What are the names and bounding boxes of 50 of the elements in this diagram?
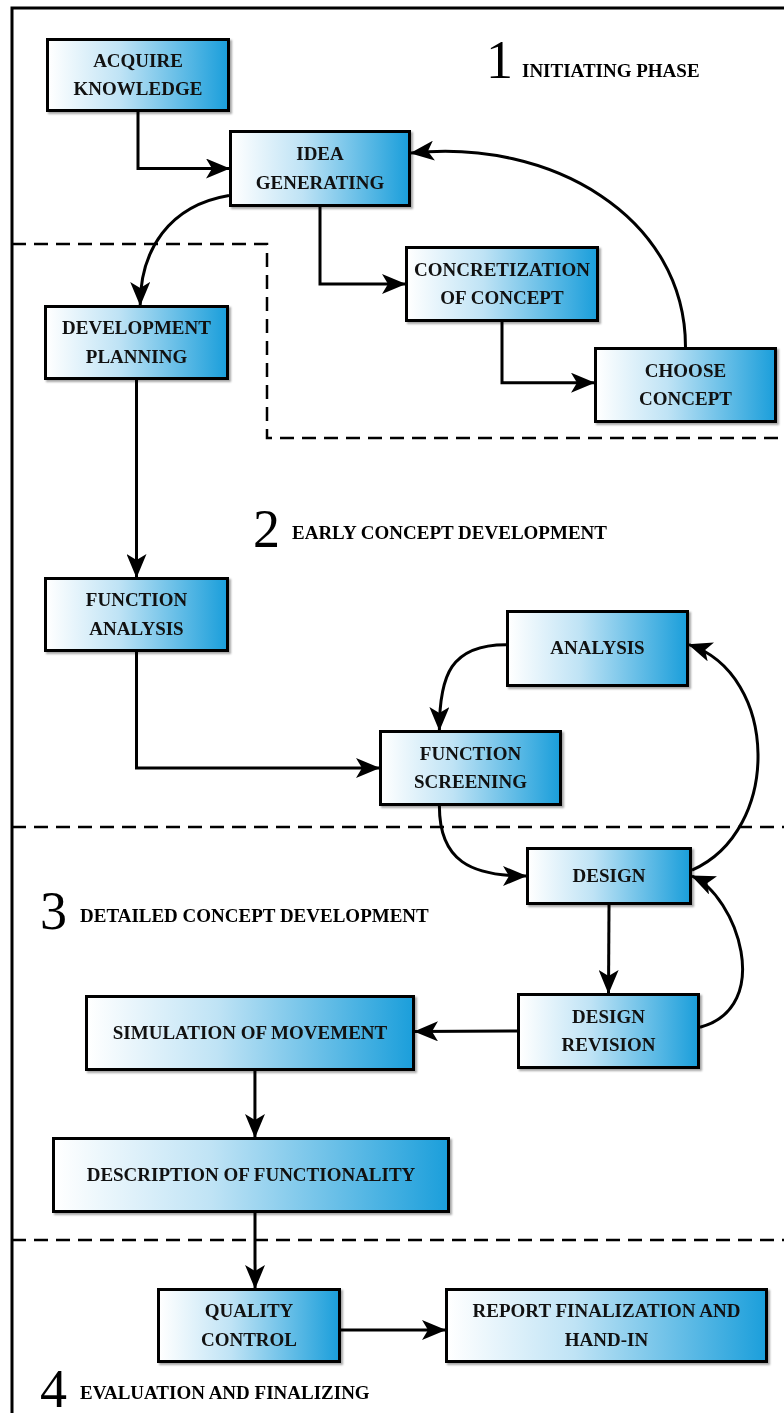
process-box [445,1288,768,1363]
box-label: DEVELOPMENT PLANNING [61,316,212,369]
phase-title: DETAILED CONCEPT DEVELOPMENT [80,906,429,925]
process-box [44,305,229,380]
box-label: FUNCTION ANALYSIS [84,588,189,641]
process-box [85,995,415,1071]
box-label: DESIGN [572,863,646,888]
process-box [594,347,777,423]
arrow [136,112,230,179]
arrow [437,805,527,886]
process-box [229,130,411,207]
process-box [517,993,700,1069]
box-label: REPORT FINALIZATION AND HAND-IN [471,1299,742,1352]
arrow [688,643,760,872]
arrow [135,652,380,778]
phase-number: 2 [253,502,280,556]
arrow [598,905,619,994]
process-box [46,38,230,112]
process-box [379,730,562,806]
arrow [244,1071,265,1138]
arrow [410,141,687,348]
arrow [500,322,595,393]
box-label: DESIGN REVISION [560,1004,657,1057]
box-label: ACQUIRE KNOWLEDGE [72,48,204,101]
process-box [157,1288,341,1363]
phase-number: 4 [40,1362,67,1413]
box-label: FUNCTION SCREENING [413,741,528,794]
box-label: ANALYSIS [550,636,645,661]
arrow [318,207,406,294]
box-label: DESCRIPTION OF FUNCTIONALITY [86,1162,416,1187]
phase-number: 1 [486,33,513,87]
arrow [429,643,507,731]
box-label: CHOOSE CONCEPT [638,358,733,411]
arrow [126,380,147,578]
phase-number: 3 [40,884,67,938]
process-box [44,577,229,652]
phase-title: EARLY CONCEPT DEVELOPMENT [292,523,607,542]
arrow [245,1213,266,1289]
process-box [506,610,689,687]
arrow [691,874,744,1029]
box-label: IDEA GENERATING [254,142,386,195]
phase-title: EVALUATION AND FINALIZING [80,1383,370,1402]
phase-title: INITIATING PHASE [522,61,700,80]
arrow [414,1021,517,1042]
box-label: QUALITY CONTROL [199,1299,299,1352]
process-box [526,847,692,905]
process-box [52,1137,450,1213]
arrow [131,194,230,306]
box-label: SIMULATION OF MOVEMENT [112,1020,388,1045]
arrow [341,1320,446,1340]
